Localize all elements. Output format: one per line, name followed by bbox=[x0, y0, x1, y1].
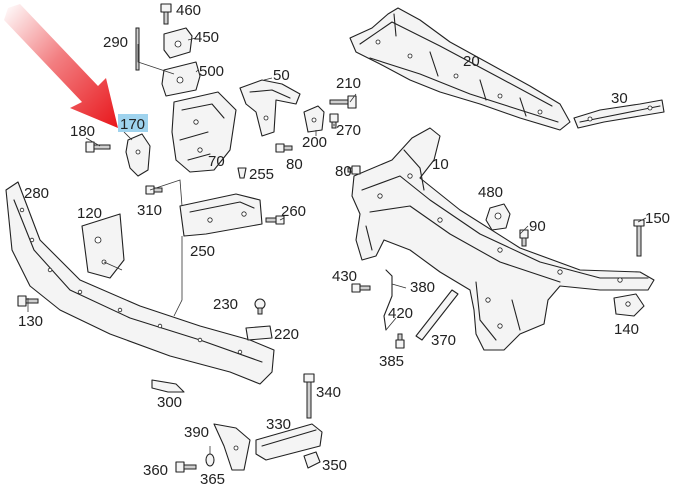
callout-260: 260 bbox=[281, 203, 306, 220]
callout-420: 420 bbox=[388, 305, 413, 322]
callout-150: 150 bbox=[645, 210, 670, 227]
part-340-bolt bbox=[303, 373, 315, 419]
part-300-bracket bbox=[151, 379, 185, 393]
callout-10: 10 bbox=[432, 156, 449, 173]
callout-120: 120 bbox=[77, 205, 102, 222]
callout-80-left: 80 bbox=[286, 156, 303, 173]
highlight-170 bbox=[118, 114, 148, 132]
part-180-bolt bbox=[85, 141, 111, 153]
callout-labels: 460 450 290 500 50 20 30 210 270 200 170… bbox=[18, 2, 670, 488]
part-430-bolt bbox=[351, 283, 371, 293]
part-200-bracket bbox=[303, 105, 325, 133]
part-450-clip bbox=[163, 27, 193, 59]
part-250-bracket bbox=[179, 193, 263, 237]
part-10-front-carrier bbox=[351, 127, 655, 351]
callout-360: 360 bbox=[143, 462, 168, 479]
callout-310: 310 bbox=[137, 202, 162, 219]
part-80-bolt-left bbox=[275, 143, 293, 153]
callout-340: 340 bbox=[316, 384, 341, 401]
part-365-washer bbox=[205, 453, 215, 467]
callout-50: 50 bbox=[273, 67, 290, 84]
part-290-line bbox=[135, 27, 140, 71]
callout-250: 250 bbox=[190, 243, 215, 260]
part-370-strut bbox=[415, 289, 459, 341]
pointer-arrow-icon bbox=[4, 4, 118, 128]
part-480-mount bbox=[485, 203, 511, 231]
part-20-upper-crossmember bbox=[349, 7, 571, 131]
callout-130: 130 bbox=[18, 313, 43, 330]
part-380-rod bbox=[383, 269, 393, 331]
callout-280: 280 bbox=[24, 185, 49, 202]
callout-20: 20 bbox=[463, 53, 480, 70]
callout-300: 300 bbox=[157, 394, 182, 411]
part-210-bolt bbox=[329, 95, 357, 109]
callout-230: 230 bbox=[213, 296, 238, 313]
part-120-plate bbox=[81, 213, 125, 279]
part-70-headlamp-bracket bbox=[171, 91, 237, 173]
callout-365: 365 bbox=[200, 471, 225, 488]
callout-460: 460 bbox=[176, 2, 201, 19]
callout-90: 90 bbox=[529, 218, 546, 235]
callout-450: 450 bbox=[194, 29, 219, 46]
part-330-crash-box bbox=[255, 423, 323, 461]
callout-370: 370 bbox=[431, 332, 456, 349]
callout-290: 290 bbox=[103, 34, 128, 51]
part-170-bracket bbox=[125, 133, 151, 177]
leader-lines bbox=[27, 37, 647, 454]
callout-480: 480 bbox=[478, 184, 503, 201]
callout-220: 220 bbox=[274, 326, 299, 343]
part-360-bolt bbox=[175, 461, 197, 473]
callout-385: 385 bbox=[379, 353, 404, 370]
callout-330: 330 bbox=[266, 416, 291, 433]
part-390-bracket bbox=[213, 423, 251, 471]
part-220-plate bbox=[245, 325, 273, 341]
callout-140: 140 bbox=[614, 321, 639, 338]
callout-210: 210 bbox=[336, 75, 361, 92]
callout-70: 70 bbox=[208, 153, 225, 170]
callout-170: 170 bbox=[120, 116, 145, 133]
callout-350: 350 bbox=[322, 457, 347, 474]
part-80-bolt-right bbox=[347, 165, 361, 175]
callout-430: 430 bbox=[332, 268, 357, 285]
part-130-bolt bbox=[17, 295, 39, 307]
callout-380: 380 bbox=[410, 279, 435, 296]
part-140-bracket bbox=[613, 293, 645, 317]
part-385-bolt bbox=[395, 333, 405, 349]
callout-390: 390 bbox=[184, 424, 209, 441]
callout-30: 30 bbox=[611, 90, 628, 107]
part-280-bumper-beam bbox=[5, 181, 275, 385]
part-255-clip bbox=[237, 167, 247, 179]
callout-80-right: 80 bbox=[335, 163, 352, 180]
callout-500: 500 bbox=[199, 63, 224, 80]
part-350-nut bbox=[303, 451, 321, 469]
part-30-bar bbox=[573, 99, 665, 129]
part-50-bracket bbox=[239, 79, 301, 137]
callout-200: 200 bbox=[302, 134, 327, 151]
callout-255: 255 bbox=[249, 166, 274, 183]
part-500-mount bbox=[161, 61, 201, 97]
part-150-bolt bbox=[633, 219, 645, 257]
callout-270: 270 bbox=[336, 122, 361, 139]
part-460-bolt bbox=[160, 3, 172, 25]
callout-180: 180 bbox=[70, 123, 95, 140]
part-230-nut bbox=[254, 298, 266, 315]
